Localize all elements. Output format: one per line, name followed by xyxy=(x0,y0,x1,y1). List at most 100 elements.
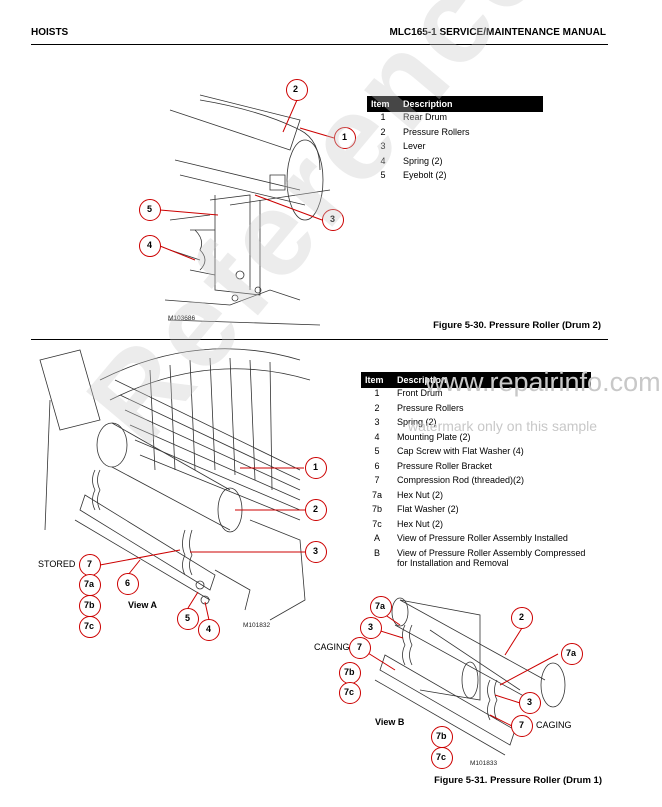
legend-row: 6 Pressure Roller Bracket xyxy=(361,461,591,476)
legend-header-description: Description xyxy=(399,96,543,112)
legend-row: 4 Mounting Plate (2) xyxy=(361,432,591,447)
sample-watermark-note: watermark only on this sample xyxy=(408,418,598,434)
legend-header-description: Description xyxy=(393,372,591,388)
view-a-drawing xyxy=(39,348,311,621)
legend-item: 5 xyxy=(380,170,386,180)
legend-description: Hex Nut (2) xyxy=(397,518,444,529)
callout-1-3: 3 xyxy=(330,214,336,224)
legend-item: 3 xyxy=(374,417,380,427)
legend-row: B View of Pressure Roller Assembly Compre… xyxy=(361,548,591,568)
legend-description: Lever xyxy=(403,141,426,151)
callout-b-7c-right: 7c xyxy=(436,752,447,762)
legend-description: View of Pressure Roller Assembly Compres… xyxy=(397,547,586,568)
callout-1-4: 4 xyxy=(147,240,153,250)
legend-item: 1 xyxy=(374,388,380,398)
callout-a-7b: 7b xyxy=(84,600,95,610)
legend-row: 3 Lever xyxy=(367,141,543,156)
legend-row: 7a Hex Nut (2) xyxy=(361,490,591,505)
legend-description: Spring (2) xyxy=(397,417,437,427)
legend-row: 5 Cap Screw with Flat Washer (4) xyxy=(361,446,591,461)
callout-a-1: 1 xyxy=(313,462,319,472)
callout-a-7c: 7c xyxy=(84,621,95,631)
callout-b-7b-right: 7b xyxy=(436,731,447,741)
legend-item: 4 xyxy=(380,155,386,166)
drum2-drawing xyxy=(164,94,331,326)
legend-row: 1 Front Drum xyxy=(361,388,591,403)
drawing-number-a: M101832 xyxy=(243,622,271,629)
callout-b-7a-top: 7a xyxy=(375,601,386,611)
legend-row: 7 Compression Rod (threaded)(2) xyxy=(361,475,591,490)
legend-item: 6 xyxy=(374,460,380,471)
legend-item: 4 xyxy=(374,431,380,442)
legend-item: 5 xyxy=(374,446,380,456)
callout-a-2: 2 xyxy=(313,504,319,514)
legend-item: 2 xyxy=(374,402,380,413)
legend-row: 5 Eyebolt (2) xyxy=(367,170,543,185)
view-a-label: View A xyxy=(128,600,158,610)
drawing-number-b: M101833 xyxy=(470,760,498,767)
legend-header-item: Item xyxy=(367,96,399,112)
section-title: HOISTS xyxy=(31,27,69,38)
legend-item: 7c xyxy=(372,518,382,529)
callout-b-7a-right: 7a xyxy=(566,648,577,658)
legend-item: 7 xyxy=(374,475,380,485)
callout-1-5: 5 xyxy=(147,204,153,214)
legend-description: Eyebolt (2) xyxy=(403,170,447,180)
legend-description: Front Drum xyxy=(397,388,443,398)
legend-row: 2 Pressure Rollers xyxy=(367,127,543,142)
callout-b-3-left: 3 xyxy=(368,622,374,632)
legend-item: 1 xyxy=(380,112,386,122)
callout-a-4: 4 xyxy=(206,624,212,634)
figure-5-31-caption: Figure 5-31. Pressure Roller (Drum 1) xyxy=(434,775,602,786)
manual-title: MLC165-1 SERVICE/MAINTENANCE MANUAL xyxy=(389,27,606,38)
callout-b-3-right: 3 xyxy=(527,697,533,707)
legend-description: Hex Nut (2) xyxy=(397,489,444,500)
legend-row: 7c Hex Nut (2) xyxy=(361,519,591,534)
legend-table-figure-5-30: Item Description 1 Rear Drum 2 Pressure Ro… xyxy=(367,96,543,185)
legend-description: View of Pressure Roller Assembly Install… xyxy=(397,533,568,543)
legend-description: Rear Drum xyxy=(403,112,448,122)
site-watermark: www.repairinfo.com xyxy=(425,367,661,397)
callout-a-5: 5 xyxy=(185,613,191,623)
legend-row: A View of Pressure Roller Assembly Instal… xyxy=(361,533,591,548)
view-b-label: View B xyxy=(375,717,405,727)
callout-b-7c-left: 7c xyxy=(344,687,355,697)
legend-row: 3 Spring (2) xyxy=(361,417,591,432)
legend-item: 7b xyxy=(371,504,382,514)
callout-b-7b-left: 7b xyxy=(344,667,355,677)
callout-a-3: 3 xyxy=(313,546,319,556)
legend-description: Spring (2) xyxy=(403,155,443,166)
figure-5-30-caption: Figure 5-30. Pressure Roller (Drum 2) xyxy=(433,320,601,331)
legend-row: 4 Spring (2) xyxy=(367,156,543,171)
stored-label: STORED xyxy=(38,559,76,569)
callout-b-7-left: 7 xyxy=(357,642,363,652)
caging-label-right: CAGING xyxy=(536,720,572,730)
legend-item: 7a xyxy=(371,489,382,500)
legend-description: Compression Rod (threaded)(2) xyxy=(397,475,525,485)
legend-description: Mounting Plate (2) xyxy=(397,431,471,442)
legend-description: Pressure Roller Bracket xyxy=(397,460,493,471)
legend-item: 3 xyxy=(380,141,386,151)
callout-a-7: 7 xyxy=(87,559,93,569)
legend-header-item: Item xyxy=(361,372,393,388)
legend-row: 1 Rear Drum xyxy=(367,112,543,127)
legend-item: A xyxy=(373,533,380,543)
callout-1-1: 1 xyxy=(342,132,348,142)
legend-item: 2 xyxy=(380,126,386,137)
legend-row: 7b Flat Washer (2) xyxy=(361,504,591,519)
caging-label-left: CAGING xyxy=(314,642,350,652)
callout-b-7-right: 7 xyxy=(519,720,525,730)
header-rule xyxy=(31,44,608,45)
callout-1-2: 2 xyxy=(293,84,299,94)
drawing-number-1: M103686 xyxy=(168,315,196,322)
callout-a-7a: 7a xyxy=(84,579,95,589)
callout-b-2: 2 xyxy=(519,612,525,622)
legend-description: Pressure Rollers xyxy=(403,126,470,137)
callout-a-6: 6 xyxy=(125,578,131,588)
legend-description: Cap Screw with Flat Washer (4) xyxy=(397,446,524,456)
legend-item: B xyxy=(373,547,380,558)
legend-description: Flat Washer (2) xyxy=(397,504,459,514)
